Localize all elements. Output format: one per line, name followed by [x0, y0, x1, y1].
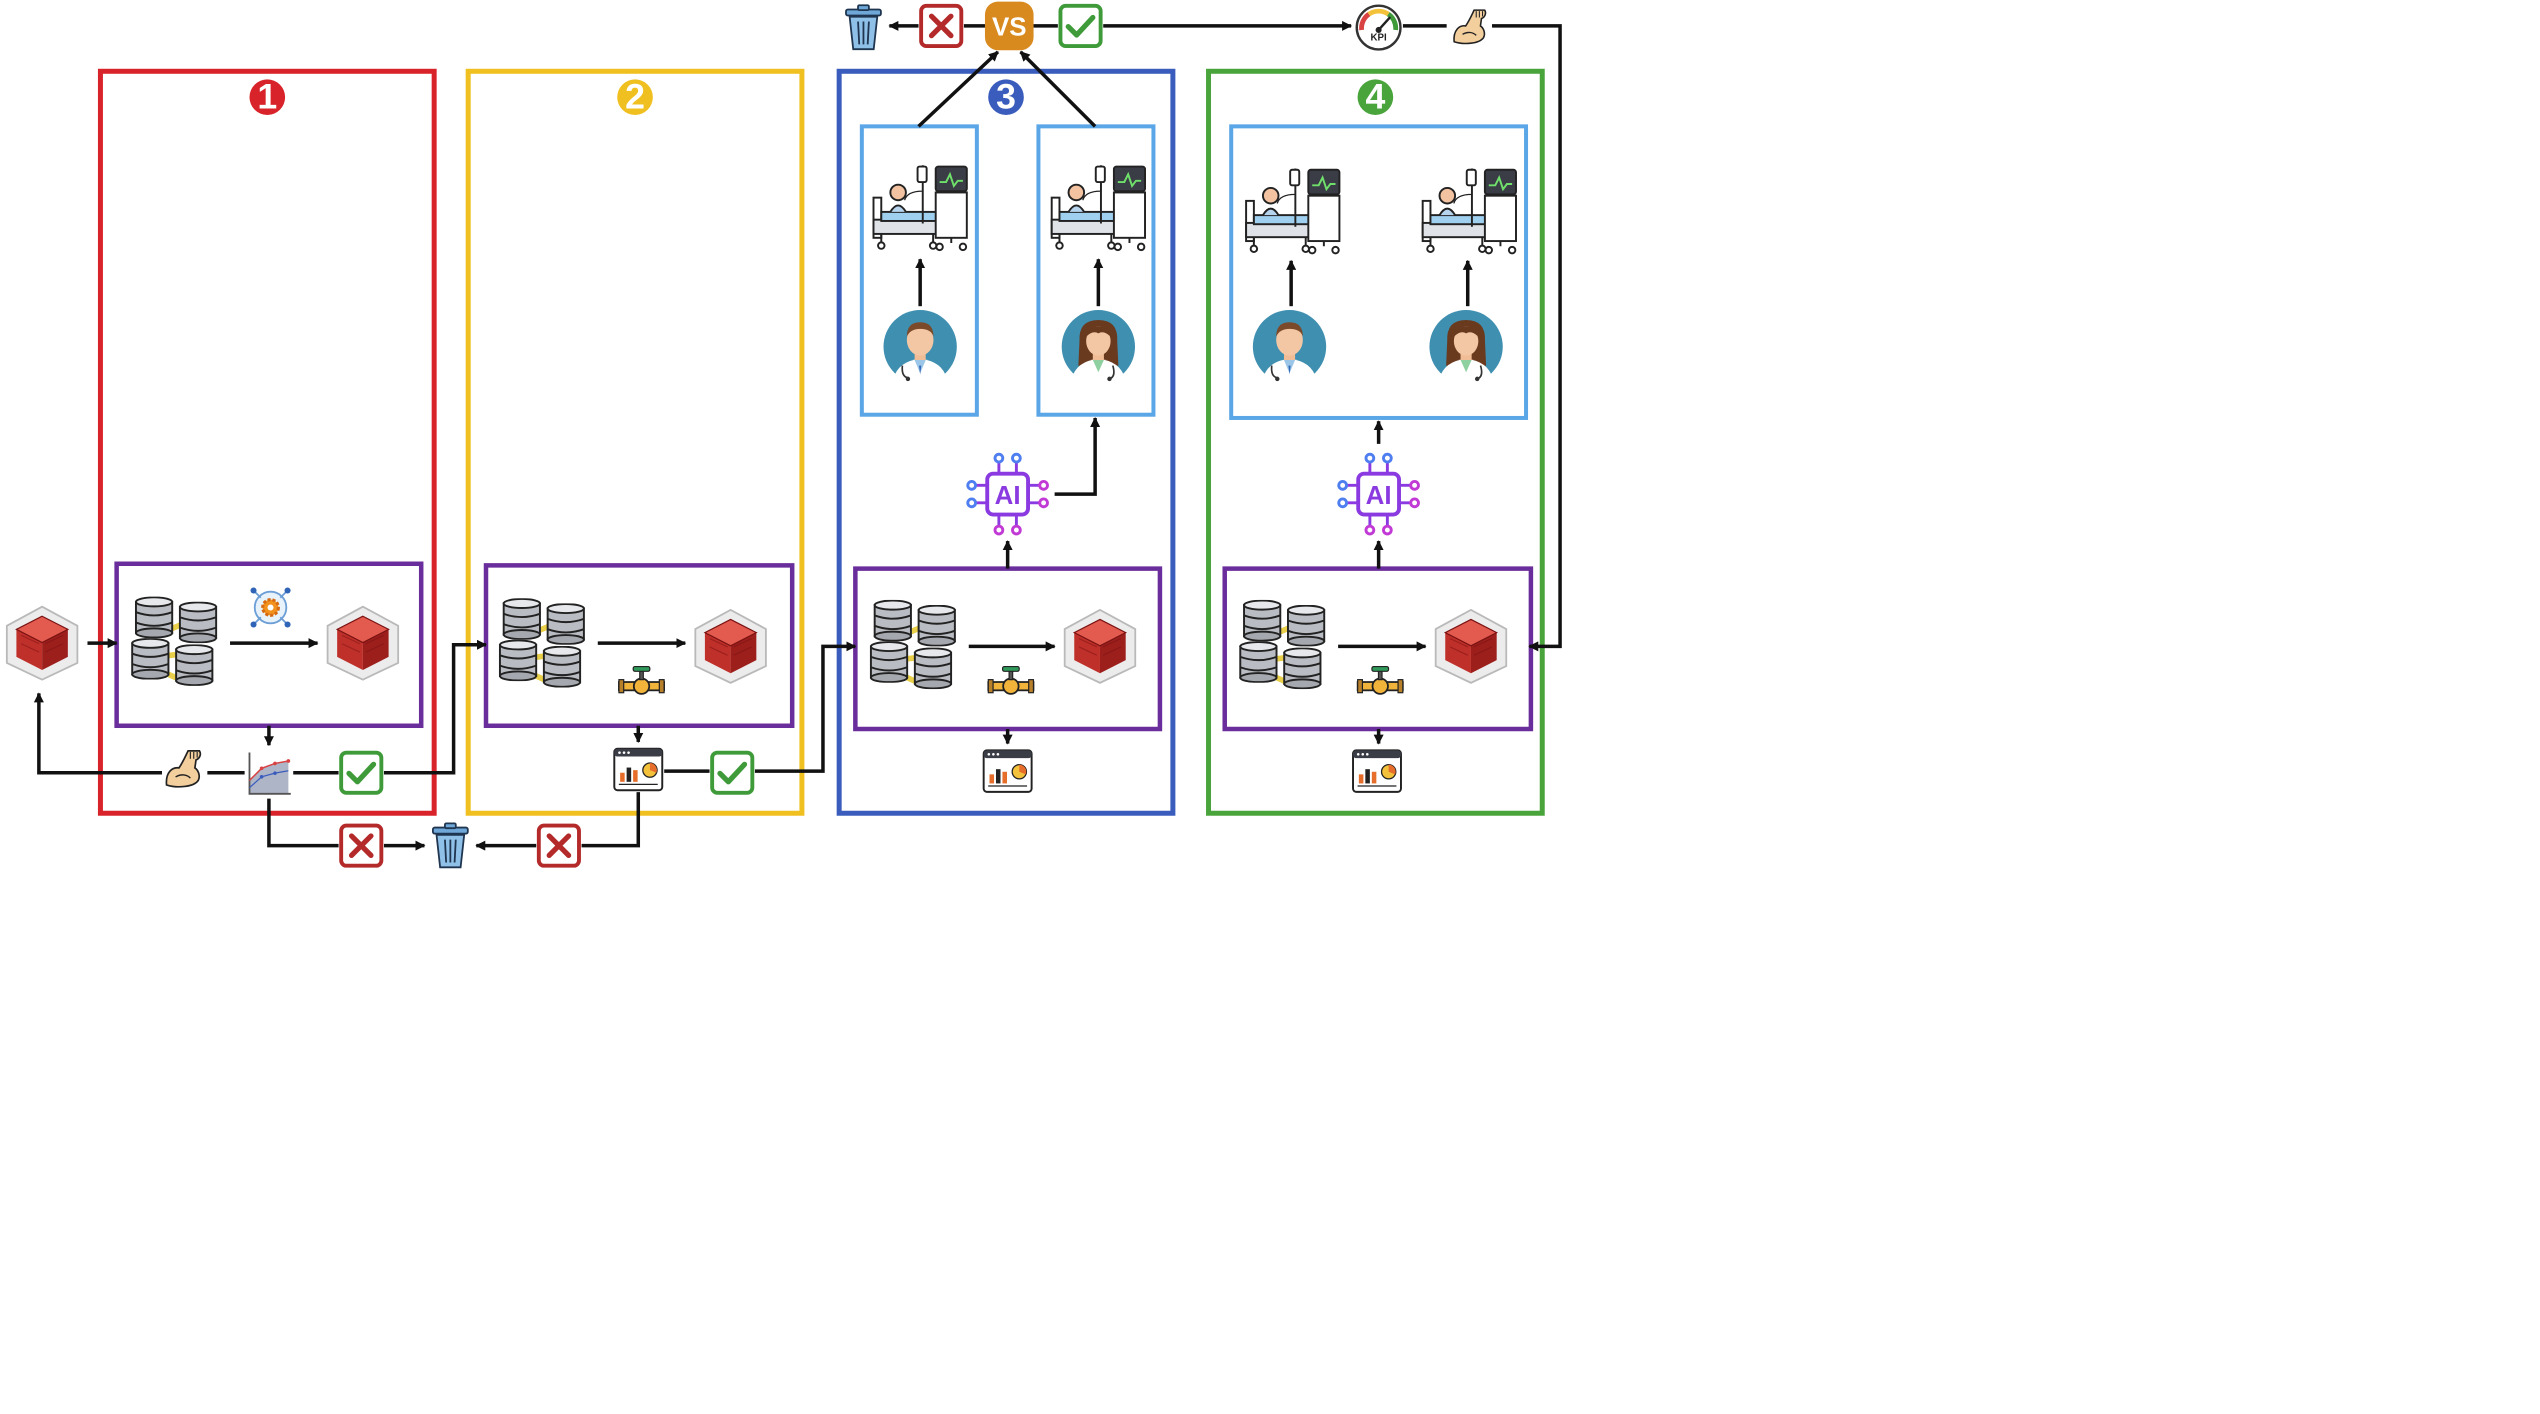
check-icon	[341, 753, 381, 793]
vs-label: VS	[992, 14, 1027, 42]
vs-comparison-badge: VS	[984, 1, 1034, 51]
doctor-female-icon	[1428, 309, 1504, 386]
strong-arm-icon	[165, 750, 202, 788]
clinic-box-female	[1036, 124, 1156, 417]
dashboard-report-icon	[1352, 749, 1402, 793]
stage-1-badge: 1	[249, 77, 286, 117]
strong-arm-icon	[1453, 9, 1487, 45]
dashboard-report-icon	[613, 747, 664, 792]
database-cluster-icon	[500, 599, 584, 687]
stage-4-badge-label: 4	[1365, 77, 1385, 117]
database-cluster-icon	[1240, 601, 1324, 689]
model-cube-icon	[326, 605, 400, 681]
stage-2-box	[465, 68, 805, 816]
line-curve-to-cross	[267, 798, 339, 848]
check-icon	[712, 753, 752, 793]
doctor-male-icon	[1252, 309, 1328, 386]
model-cube-icon	[5, 605, 79, 681]
pipeline-valve-icon	[987, 665, 1035, 695]
doctor-female-icon	[1060, 309, 1136, 386]
ai-chip-label: AI	[1366, 482, 1392, 510]
trash-bin-icon	[845, 4, 882, 51]
database-cluster-icon	[871, 601, 955, 689]
model-cube-icon	[694, 608, 767, 684]
clinic-box-shared	[1229, 124, 1529, 420]
kpi-label: KPI	[1371, 33, 1388, 44]
stage-2-badge-label: 2	[625, 77, 645, 117]
stage-1-box	[97, 68, 437, 816]
hospital-bed-monitor-icon	[1245, 167, 1341, 255]
check-icon	[1060, 6, 1100, 46]
hospital-bed-monitor-icon	[1050, 164, 1146, 252]
hospital-bed-monitor-icon	[1421, 167, 1517, 255]
stage-4-box	[1206, 68, 1545, 816]
model-cube-icon	[1434, 608, 1508, 684]
dashboard-report-icon	[982, 749, 1033, 793]
learning-curve-chart-icon	[248, 751, 292, 795]
trash-bin-icon	[431, 822, 469, 869]
arrow-female-clinic-to-vs	[1019, 50, 1097, 128]
model-cube-icon	[1063, 608, 1137, 684]
database-cluster-icon	[132, 597, 216, 685]
arrow-check-to-stage2	[383, 639, 487, 775]
hospital-bed-monitor-icon	[872, 164, 968, 252]
ai-chip-label: AI	[995, 482, 1021, 510]
pipeline-valve-icon	[618, 665, 666, 695]
stage-2-badge: 2	[617, 77, 653, 117]
training-gear-icon	[248, 585, 293, 630]
arrow-arm-to-stage4	[1492, 24, 1562, 652]
arrow-male-clinic-to-vs	[917, 50, 1000, 128]
arrow-check2-to-stage3	[754, 641, 857, 773]
stage-4-badge: 4	[1357, 77, 1394, 117]
stage-3-box	[836, 68, 1176, 816]
cross-icon	[921, 6, 961, 46]
cross-icon	[341, 826, 381, 866]
doctor-male-icon	[882, 309, 958, 386]
stage-1-badge-label: 1	[257, 77, 277, 117]
stage-3-badge-label: 3	[996, 77, 1016, 117]
arrow-arm-to-input	[33, 692, 162, 775]
stage-3-badge: 3	[988, 77, 1024, 117]
arrow-ai-to-female-clinic	[1054, 416, 1101, 496]
line-dashboard-to-cross	[581, 792, 641, 848]
pipeline-valve-icon	[1356, 665, 1404, 695]
cross-icon	[539, 826, 579, 866]
